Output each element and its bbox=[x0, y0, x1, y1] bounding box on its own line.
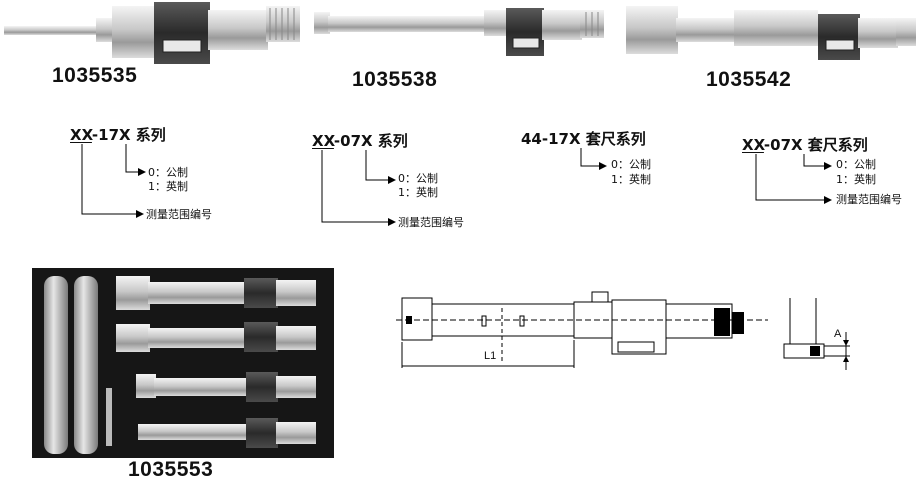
product-code-1035538: 1035538 bbox=[352, 68, 438, 91]
series-title: XX-07X 套尺系列 bbox=[742, 134, 868, 155]
product-code-1035535: 1035535 bbox=[52, 64, 138, 87]
range-number-label: 测量范围编号 bbox=[146, 208, 212, 221]
legend-leader-lines bbox=[580, 148, 607, 170]
metric-label: 0：公制 bbox=[836, 158, 876, 171]
imperial-label: 1：英制 bbox=[836, 173, 876, 186]
product-image-1035553 bbox=[32, 268, 334, 458]
series-prefix: XX bbox=[742, 136, 764, 154]
series-title: 44-17X 套尺系列 bbox=[521, 128, 646, 149]
series-name: -17X 系列 bbox=[91, 126, 166, 144]
series-title: XX-17X 系列 bbox=[70, 124, 166, 145]
product-image-1035535 bbox=[4, 2, 300, 64]
metric-label: 0：公制 bbox=[611, 158, 651, 171]
detail-drawing bbox=[783, 298, 850, 370]
range-number-label: 测量范围编号 bbox=[836, 193, 902, 206]
range-number-label: 测量范围编号 bbox=[398, 216, 464, 229]
product-code-1035542: 1035542 bbox=[706, 68, 792, 91]
legend-leader-lines bbox=[321, 150, 396, 226]
imperial-label: 1：英制 bbox=[398, 186, 438, 199]
legend-leader-lines bbox=[755, 154, 832, 204]
legend-leader-lines bbox=[81, 144, 146, 218]
dimension-offset-label: A bbox=[834, 328, 842, 340]
series-name: -07X 系列 bbox=[333, 132, 408, 150]
series-prefix: XX bbox=[70, 126, 92, 144]
legend-44-17x-set-series: 44-17X 套尺系列 0：公制 1：英制 bbox=[521, 128, 701, 198]
series-prefix: XX bbox=[312, 132, 334, 150]
metric-label: 0：公制 bbox=[148, 166, 188, 179]
legend-xx-17x-series: XX-17X 系列 0：公制 1：英制 测量范围编号 bbox=[70, 124, 270, 234]
product-image-1035542 bbox=[626, 6, 916, 60]
legend-xx-07x-set-series: XX-07X 套尺系列 0：公制 1：英制 测量范围编号 bbox=[742, 134, 924, 210]
legend-xx-07x-series: XX-07X 系列 0：公制 1：英制 测量范围编号 bbox=[312, 130, 512, 240]
series-name: 44-17X 套尺系列 bbox=[521, 130, 646, 148]
product-image-1035538 bbox=[314, 8, 604, 56]
imperial-label: 1：英制 bbox=[611, 173, 651, 186]
series-name: -07X 套尺系列 bbox=[763, 136, 868, 154]
series-title: XX-07X 系列 bbox=[312, 130, 408, 151]
metric-label: 0：公制 bbox=[398, 172, 438, 185]
product-code-1035553: 1035553 bbox=[128, 458, 214, 481]
technical-drawing bbox=[396, 291, 768, 368]
imperial-label: 1：英制 bbox=[148, 180, 188, 193]
dimension-length-label: L1 bbox=[484, 350, 497, 362]
